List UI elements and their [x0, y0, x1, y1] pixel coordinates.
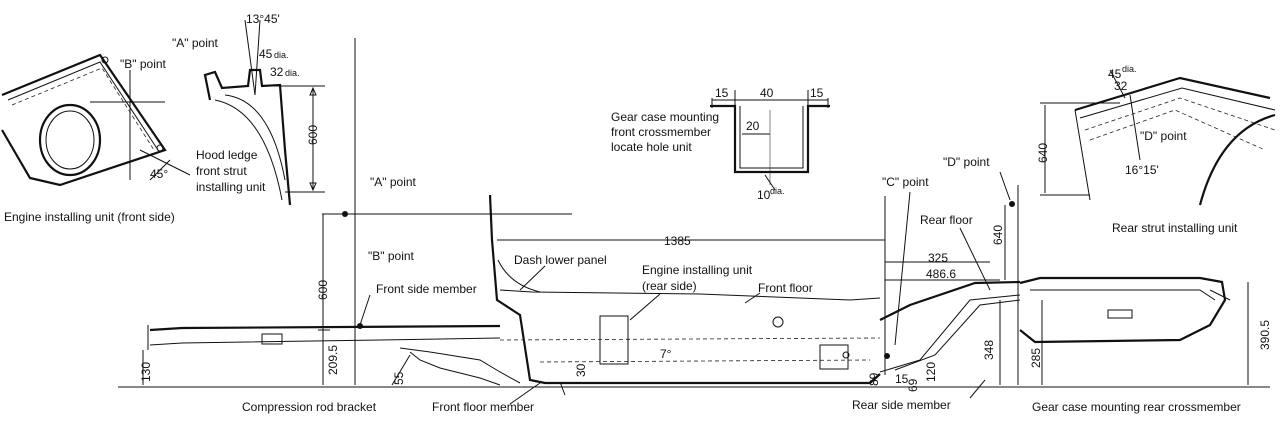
label-d-point-main: "D" point: [943, 155, 990, 169]
label-dash-lower: Dash lower panel: [514, 253, 607, 267]
label-engine-rear-2: (rear side): [642, 279, 697, 293]
label-b-point-inset: "B" point: [120, 57, 167, 71]
dim-285: 285: [1029, 348, 1043, 368]
inset-hood-ledge: [203, 19, 325, 206]
label-b-point-main: "B" point: [368, 249, 415, 263]
label-front-side-member: Front side member: [376, 282, 477, 296]
dim-16-15: 16°15': [1125, 163, 1159, 177]
label-engine-rear-1: Engine installing unit: [642, 263, 753, 277]
dim-20: 20: [746, 119, 760, 133]
dim-45-dia-rear: 45: [1108, 67, 1122, 81]
dim-348: 348: [982, 340, 996, 360]
label-hood-ledge-3: installing unit: [196, 180, 266, 194]
dim-32-dia-suffix: dia.: [285, 68, 300, 78]
dim-10-dia: 10: [757, 188, 771, 202]
label-gear-rear: Gear case mounting rear crossmember: [1032, 400, 1241, 414]
main-side-view: [118, 38, 1270, 405]
label-d-point-inset: "D" point: [1140, 129, 1187, 143]
dim-15-right: 15: [810, 86, 824, 100]
label-gear-front-3: locate hole unit: [611, 140, 692, 154]
dim-600-top: 600: [306, 125, 320, 145]
label-a-point-inset: "A" point: [172, 36, 219, 50]
dim-15-left: 15: [715, 86, 729, 100]
label-a-point-main: "A" point: [370, 175, 417, 189]
dim-45-dia: 45: [259, 47, 273, 61]
label-rear-floor: Rear floor: [920, 213, 973, 227]
label-engine-front: Engine installing unit (front side): [4, 210, 175, 224]
dim-209-5: 209.5: [326, 345, 340, 375]
label-hood-ledge-2: front strut: [196, 164, 247, 178]
label-front-floor: Front floor: [758, 281, 813, 295]
label-rear-strut: Rear strut installing unit: [1112, 221, 1238, 235]
inset-rear-strut: [1040, 69, 1276, 206]
dim-30: 30: [574, 363, 588, 377]
dim-7-degree: 7°: [660, 347, 672, 361]
dim-1385: 1385: [664, 234, 691, 248]
label-c-point: "C" point: [882, 175, 929, 189]
dim-40: 40: [760, 86, 774, 100]
dim-32-rear: 32: [1114, 79, 1128, 93]
dim-32-dia: 32: [270, 65, 284, 79]
dim-45-degree: 45°: [150, 167, 168, 181]
dim-45-dia-rear-suffix: dia.: [1122, 64, 1137, 74]
inset-gear-front: [710, 90, 830, 191]
inset-engine-front: [1, 53, 191, 187]
label-rear-side-member: Rear side member: [852, 398, 951, 412]
dim-10-dia-suffix: dia.: [770, 186, 785, 196]
dim-640-top: 640: [1036, 143, 1050, 163]
dim-486-6: 486.6: [926, 267, 956, 281]
dim-325: 325: [928, 251, 948, 265]
label-gear-front-2: front crossmember: [611, 125, 711, 139]
dim-13-45: 13°45': [246, 12, 280, 26]
dim-89: 89: [867, 372, 881, 386]
label-front-floor-member: Front floor member: [432, 400, 534, 414]
dim-640: 640: [991, 225, 1005, 245]
dim-390-5: 390.5: [1258, 320, 1272, 350]
dim-600: 600: [316, 280, 330, 300]
dim-45-dia-suffix: dia.: [274, 50, 289, 60]
dim-120: 120: [924, 362, 938, 382]
label-gear-front-1: Gear case mounting: [611, 110, 719, 124]
dim-55: 55: [392, 371, 406, 385]
dim-15-main: 15: [895, 372, 909, 386]
label-compression-rod: Compression rod bracket: [242, 400, 377, 414]
dim-130: 130: [139, 362, 153, 382]
label-hood-ledge-1: Hood ledge: [196, 148, 258, 162]
dim-69: 69: [906, 378, 920, 392]
